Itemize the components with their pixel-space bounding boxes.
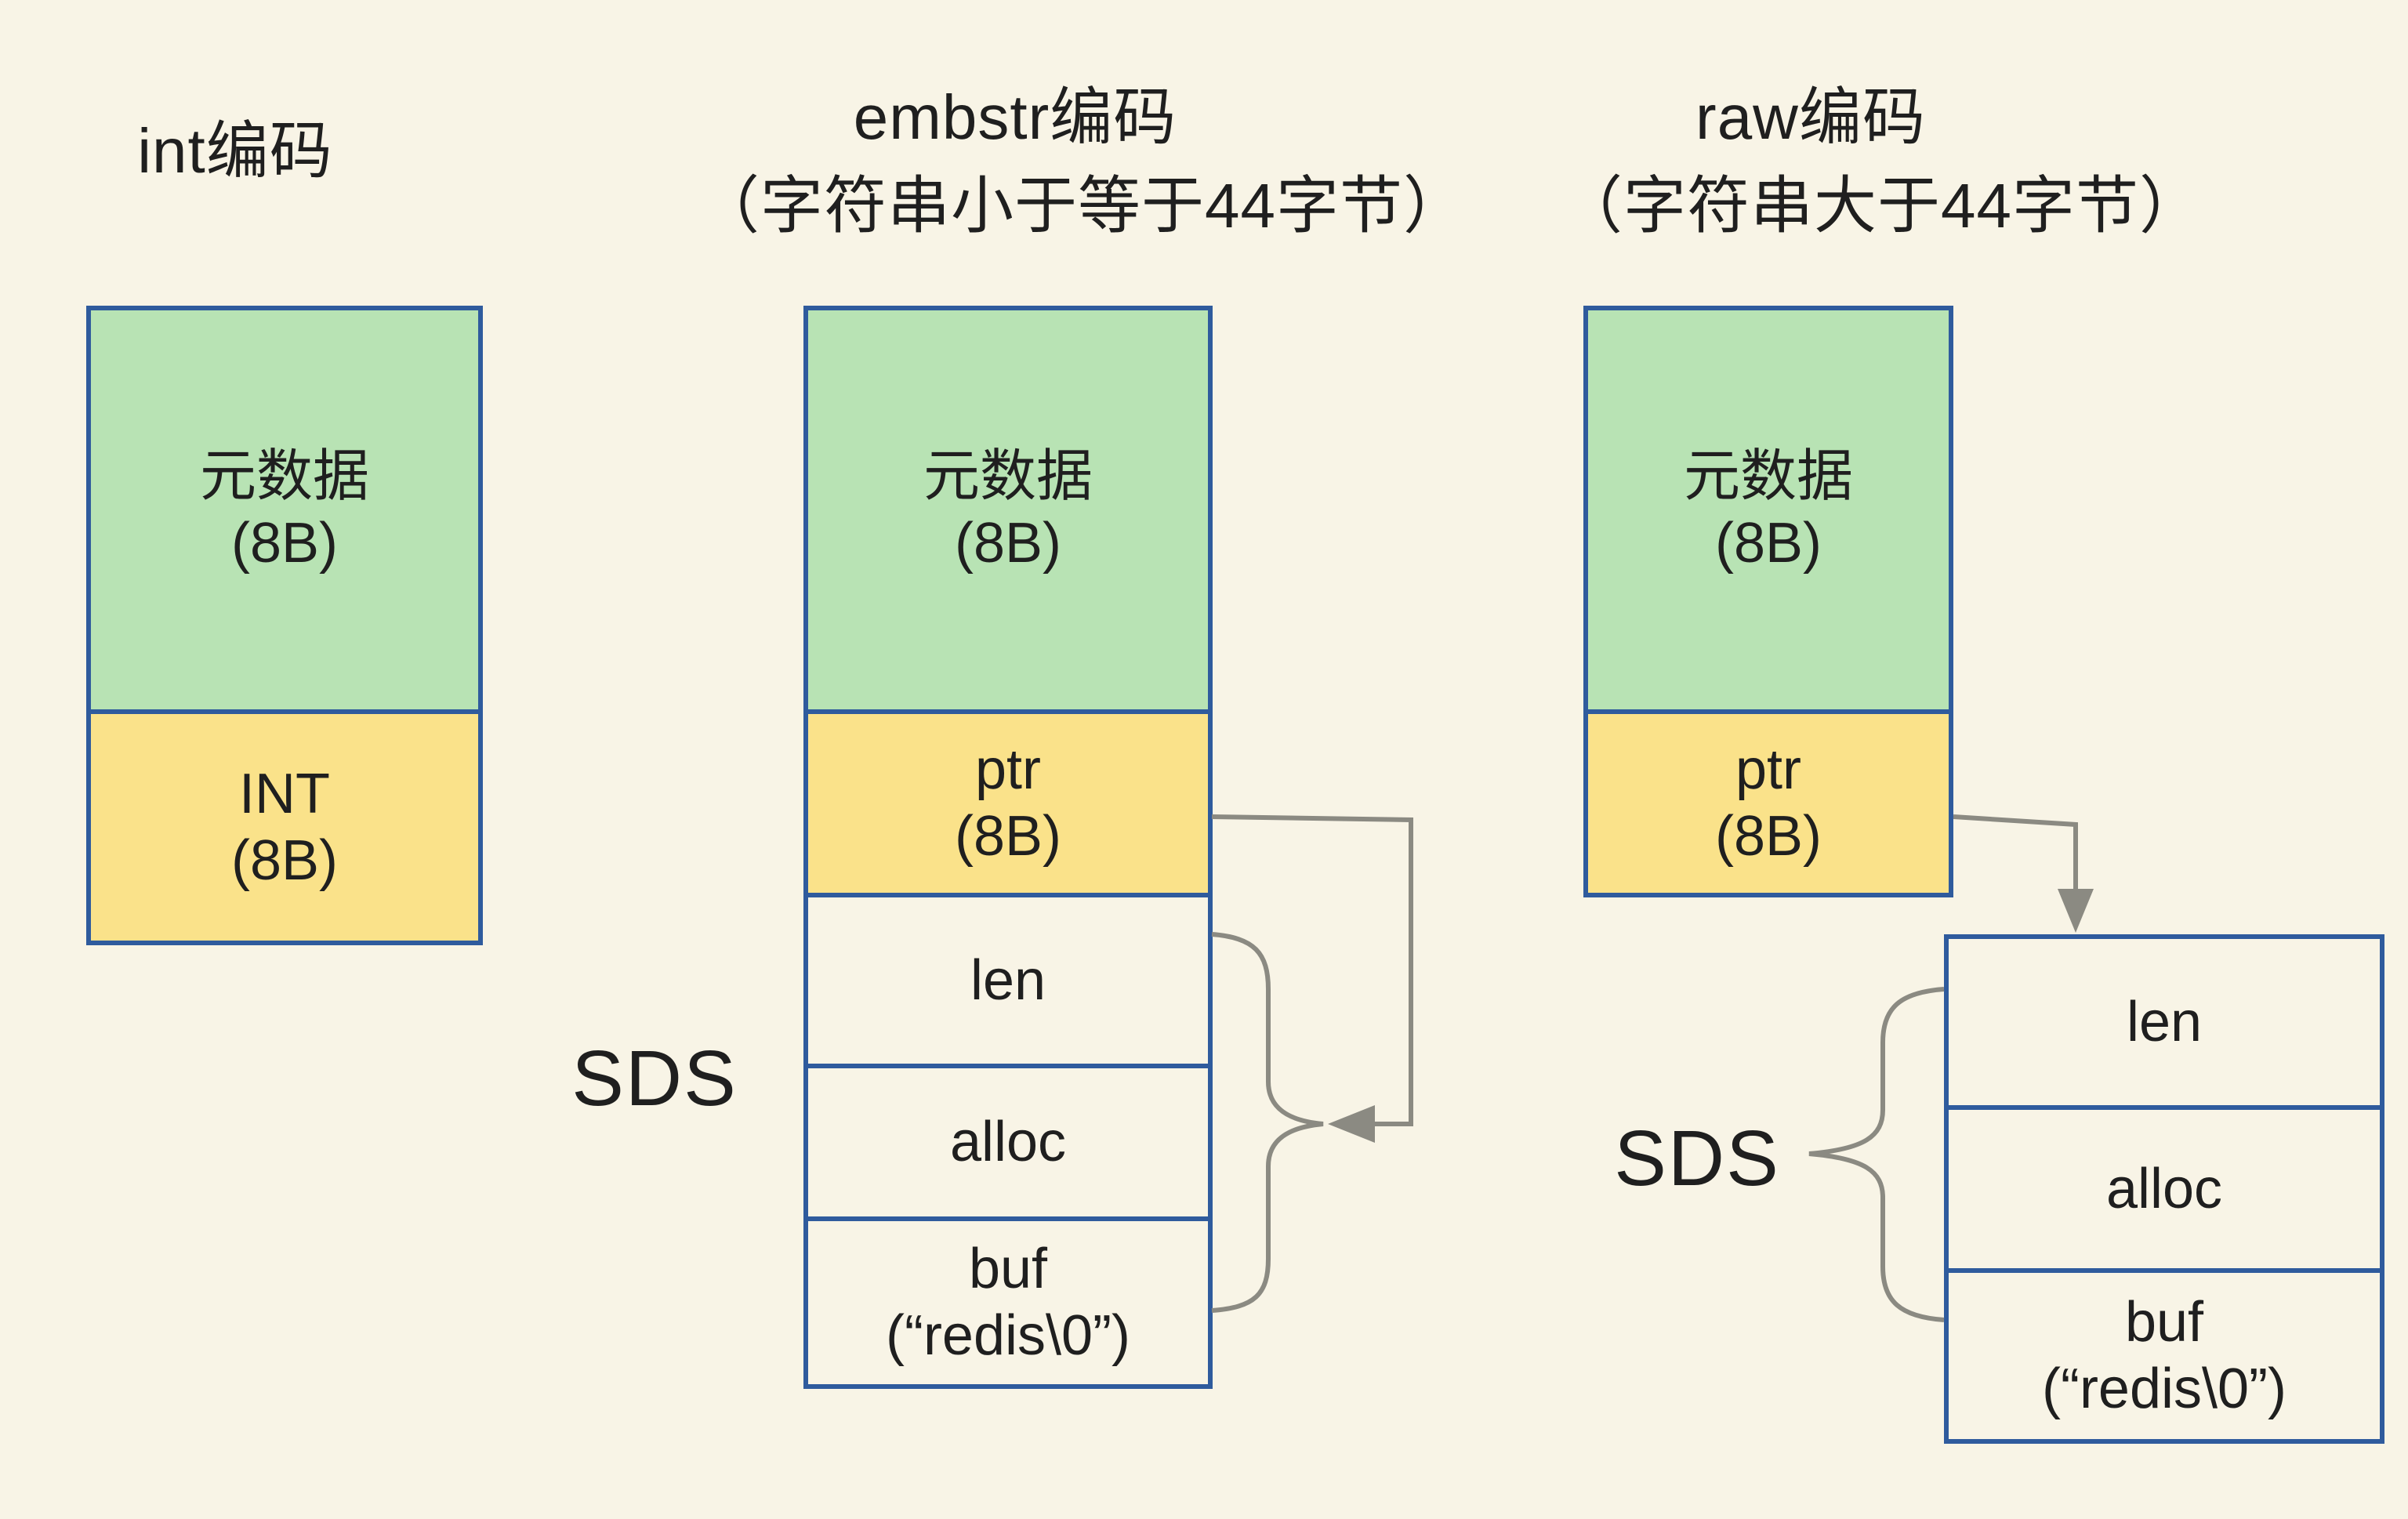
embstr-ptr-cell: ptr (8B) — [803, 709, 1213, 897]
raw-sds-buf-label: buf — [2124, 1291, 2204, 1354]
embstr-ptr-size: (8B) — [954, 805, 1062, 868]
int-metadata-size: (8B) — [230, 511, 339, 575]
raw-metadata-cell: 元数据 (8B) — [1583, 306, 1953, 714]
embstr-ptr-arrowhead-icon — [1328, 1105, 1375, 1143]
title-embstr-condition: （字符串小于等于44字节） — [697, 170, 1467, 241]
int-value-label: INT — [239, 762, 330, 825]
embstr-sds-buf-cell: buf (“redis\0”) — [803, 1216, 1213, 1389]
int-metadata-label: 元数据 — [199, 444, 369, 508]
int-metadata-cell: 元数据 (8B) — [86, 306, 483, 714]
embstr-metadata-label: 元数据 — [923, 444, 1093, 508]
raw-sds-label: SDS — [1614, 1114, 1780, 1202]
embstr-sds-label: SDS — [571, 1034, 738, 1122]
int-value-size: (8B) — [230, 828, 339, 892]
embstr-ptr-label: ptr — [974, 738, 1042, 802]
embstr-sds-len-label: len — [970, 948, 1046, 1012]
raw-ptr-cell: ptr (8B) — [1583, 709, 1953, 897]
embstr-sds-brace-icon — [1211, 932, 1324, 1313]
raw-ptr-arrow-line — [1953, 814, 2078, 920]
raw-sds-len-label: len — [2126, 990, 2203, 1053]
embstr-sds-buf-value: (“redis\0”) — [885, 1304, 1130, 1367]
embstr-sds-buf-label: buf — [968, 1238, 1048, 1301]
raw-metadata-size: (8B) — [1714, 511, 1822, 575]
embstr-metadata-cell: 元数据 (8B) — [803, 306, 1213, 714]
raw-ptr-arrowhead-icon — [2058, 889, 2094, 933]
raw-ptr-size: (8B) — [1714, 805, 1822, 868]
raw-sds-alloc-cell: alloc — [1944, 1105, 2384, 1273]
raw-metadata-label: 元数据 — [1683, 444, 1853, 508]
title-raw-encoding: raw编码 — [1695, 82, 1926, 152]
embstr-metadata-size: (8B) — [954, 511, 1062, 575]
title-embstr-encoding: embstr编码 — [853, 82, 1177, 152]
embstr-ptr-arrow-line — [1211, 814, 1413, 1126]
raw-sds-buf-value: (“redis\0”) — [2041, 1358, 2287, 1420]
embstr-sds-alloc-label: alloc — [949, 1111, 1067, 1174]
embstr-sds-alloc-cell: alloc — [803, 1064, 1213, 1221]
raw-sds-len-cell: len — [1944, 934, 2384, 1110]
title-raw-condition: （字符串大于44字节） — [1560, 170, 2203, 241]
int-value-cell: INT (8B) — [86, 709, 483, 945]
raw-ptr-label: ptr — [1735, 738, 1802, 802]
title-int-encoding: int编码 — [137, 116, 333, 186]
raw-sds-buf-cell: buf (“redis\0”) — [1944, 1268, 2384, 1444]
raw-sds-alloc-label: alloc — [2105, 1157, 2223, 1220]
embstr-sds-len-cell: len — [803, 893, 1213, 1068]
